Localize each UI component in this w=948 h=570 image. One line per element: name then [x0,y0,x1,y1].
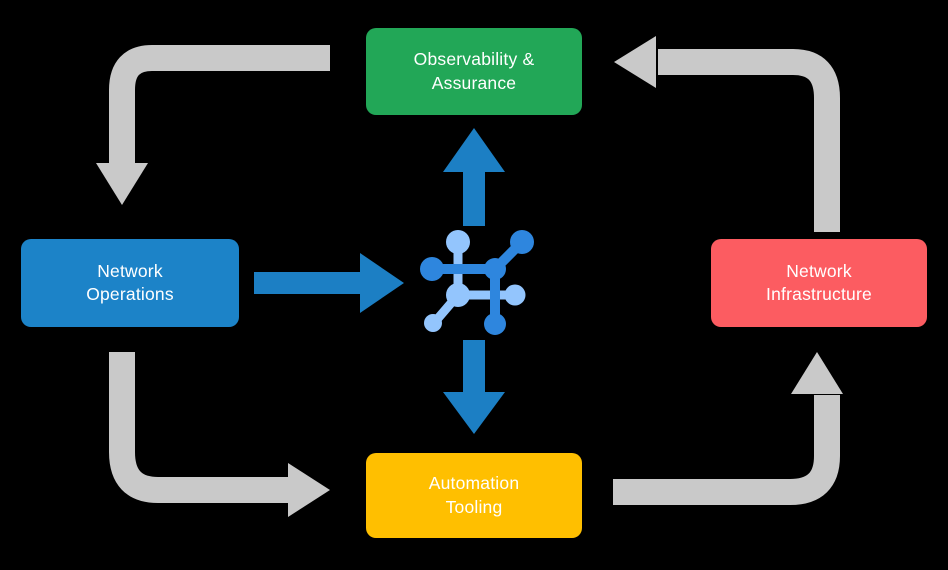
arrow-observability-to-operations [96,45,330,205]
node-label-observability-line1: Observability & [413,49,535,70]
node-label-operations-line2: Operations [86,284,174,304]
arrow-operations-to-automation [109,352,330,517]
arrow-automation-to-infrastructure [613,352,843,505]
arrow-center-to-automation [443,340,505,434]
node-label-infrastructure-line2: Infrastructure [766,284,872,304]
node-box-infrastructure[interactable]: Network Infrastructure [711,239,927,327]
network-nodes [420,230,534,335]
node-box-operations[interactable]: Network Operations [21,239,239,327]
node-label-observability-line2: Assurance [431,72,517,93]
arrow-center-to-observability [443,128,505,226]
network-topology-icon [420,230,534,335]
node-label-automation-line1: Automation [428,473,520,494]
node-label-operations-line1: Network [97,260,163,281]
node-label-infrastructure-line1: Network [786,260,852,281]
node-box-observability[interactable]: Observability & Assurance [366,28,582,115]
node-box-automation[interactable]: Automation Tooling [366,453,582,538]
arrow-infrastructure-to-observability [614,36,840,232]
node-label-automation-line2: Tooling [445,496,503,517]
arrow-operations-to-center [254,253,404,313]
